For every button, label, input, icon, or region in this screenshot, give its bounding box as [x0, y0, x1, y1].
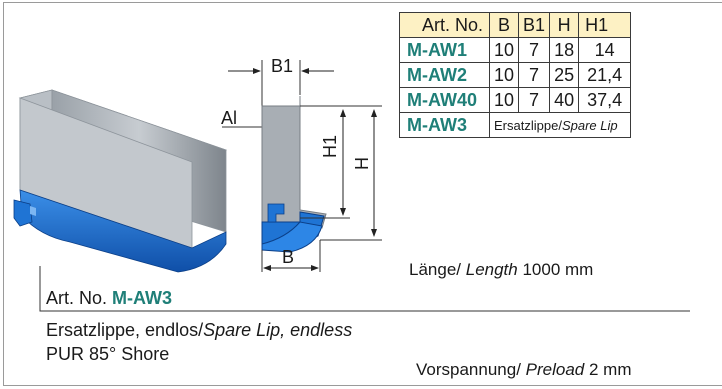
caption-spare-lip: Ersatzlippe, endlos/Spare Lip, endless — [46, 320, 353, 340]
table-row: M-AW2 10 7 25 21,4 — [398, 62, 632, 88]
cell-b: 10 — [489, 62, 520, 88]
cell-b1: 7 — [518, 37, 551, 63]
dim-label-h1: H1 — [320, 134, 340, 158]
cell-h1: 37,4 — [578, 87, 632, 113]
cell-b: 10 — [489, 87, 520, 113]
cell-b1: 7 — [518, 62, 551, 88]
caption-material: PUR 85° Shore — [46, 344, 170, 364]
cell-h1: 14 — [578, 37, 632, 63]
cell-h: 25 — [549, 62, 580, 88]
preload-text: Vorspannung/ Preload 2 mm — [416, 360, 632, 379]
cell-art: M-AW40 — [398, 87, 491, 113]
length-text: Länge/ Length 1000 mm — [409, 260, 594, 279]
cell-b1: 7 — [518, 87, 551, 113]
caption-art-no: Art. No. M-AW3 — [46, 288, 173, 308]
table-row: M-AW40 10 7 40 37,4 — [398, 87, 632, 113]
dim-label-b: B — [282, 247, 295, 267]
table-header-row: Art. No. B B1 H H1 — [398, 12, 632, 38]
col-header-h1: H1 — [578, 12, 632, 38]
col-header-h: H — [549, 12, 580, 38]
cell-h: 40 — [549, 87, 580, 113]
col-header-art-no: Art. No. — [398, 12, 491, 38]
col-header-b1: B1 — [518, 12, 551, 38]
cell-art: M-AW2 — [398, 62, 491, 88]
table-row-spare: M-AW3 Ersatzlippe/Spare Lip — [398, 112, 632, 138]
material-label-al: Al — [221, 108, 238, 128]
cell-h1: 21,4 — [578, 62, 632, 88]
product-illustration — [13, 89, 228, 273]
dim-label-b1: B1 — [271, 56, 294, 76]
cross-section-drawing — [222, 60, 382, 272]
col-header-b: B — [489, 12, 520, 38]
cell-spare-note: Ersatzlippe/Spare Lip — [489, 112, 632, 138]
dim-label-h: H — [352, 157, 372, 170]
spec-table: Art. No. B B1 H H1 M-AW1 10 7 18 14 M-AW… — [398, 12, 632, 138]
table-row: M-AW1 10 7 18 14 — [398, 37, 632, 63]
cell-b: 10 — [489, 37, 520, 63]
cell-art: M-AW3 — [398, 112, 491, 138]
content-frame — [3, 2, 722, 386]
cell-h: 18 — [549, 37, 580, 63]
cell-art: M-AW1 — [398, 37, 491, 63]
